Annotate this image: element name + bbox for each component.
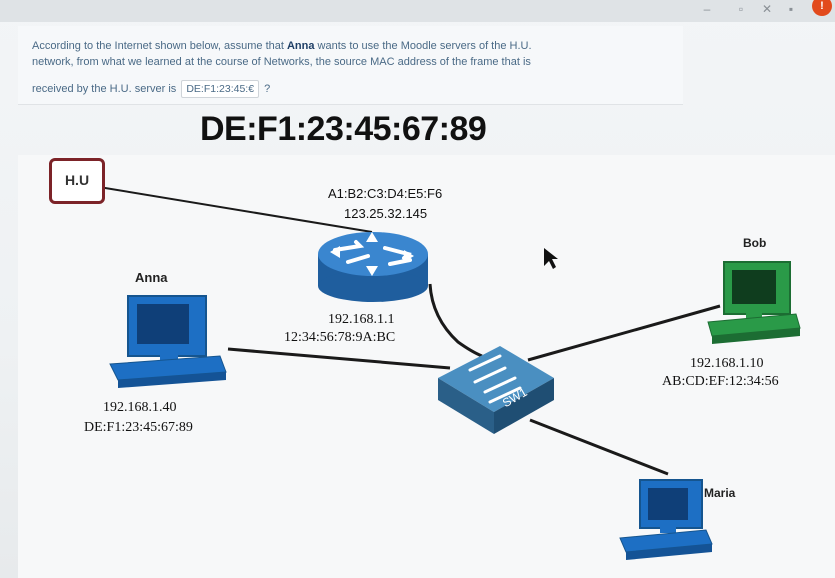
anna-ip: 192.168.1.40	[103, 400, 177, 415]
link-switch-maria	[529, 418, 669, 476]
notification-icon[interactable]: !	[812, 0, 832, 16]
anna-computer-icon	[109, 295, 227, 388]
question-line-3: received by the H.U. server is DE:F1:23:…	[32, 80, 270, 98]
box-icon[interactable]: ▪	[788, 2, 794, 16]
hu-server-box: H.U	[49, 158, 105, 204]
router-icon	[318, 232, 428, 302]
router-lan-ip: 192.168.1.1	[328, 312, 395, 327]
router-mac: A1:B2:C3:D4:E5:F6	[328, 186, 443, 201]
cursor-icon	[544, 248, 558, 269]
question-panel: According to the Internet shown below, a…	[18, 26, 683, 105]
maria-name: Maria	[704, 486, 736, 500]
minimize-icon[interactable]: –	[703, 2, 711, 16]
anna-name: Anna	[135, 270, 168, 285]
answer-input[interactable]: DE:F1:23:45:€	[181, 80, 260, 98]
router-lan-mac: 12:34:56:78:9A:BC	[284, 330, 396, 345]
top-toolbar: – ▫ ✕ ▪ !	[0, 0, 835, 22]
bob-computer-icon	[707, 261, 801, 344]
bob-name: Bob	[743, 236, 767, 250]
question-text: According to the Internet shown below, a…	[32, 40, 287, 52]
question-text: received by the H.U. server is	[32, 83, 177, 95]
question-text: ?	[264, 83, 271, 95]
link-router-switch	[428, 283, 483, 358]
question-name: Anna	[286, 40, 315, 52]
answer-heading: DE:F1:23:45:67:89	[200, 110, 487, 148]
question-text: wants to use the Moodle servers of the H…	[314, 40, 532, 52]
question-line-2: network, from what we learned at the cou…	[32, 56, 531, 68]
link-hu-router	[98, 186, 373, 233]
restore-icon[interactable]: ▫	[738, 2, 744, 16]
hu-label: H.U	[64, 172, 90, 188]
bob-ip: 192.168.1.10	[690, 356, 764, 371]
switch-icon	[438, 346, 554, 434]
question-line-1: According to the Internet shown below, a…	[32, 40, 532, 52]
maria-computer-icon	[619, 479, 713, 560]
link-anna-switch	[227, 347, 451, 370]
link-switch-bob	[527, 304, 721, 362]
anna-mac: DE:F1:23:45:67:89	[84, 420, 193, 435]
close-icon[interactable]: ✕	[761, 2, 773, 16]
bob-mac: AB:CD:EF:12:34:56	[662, 374, 779, 389]
router-public-ip: 123.25.32.145	[344, 206, 428, 221]
